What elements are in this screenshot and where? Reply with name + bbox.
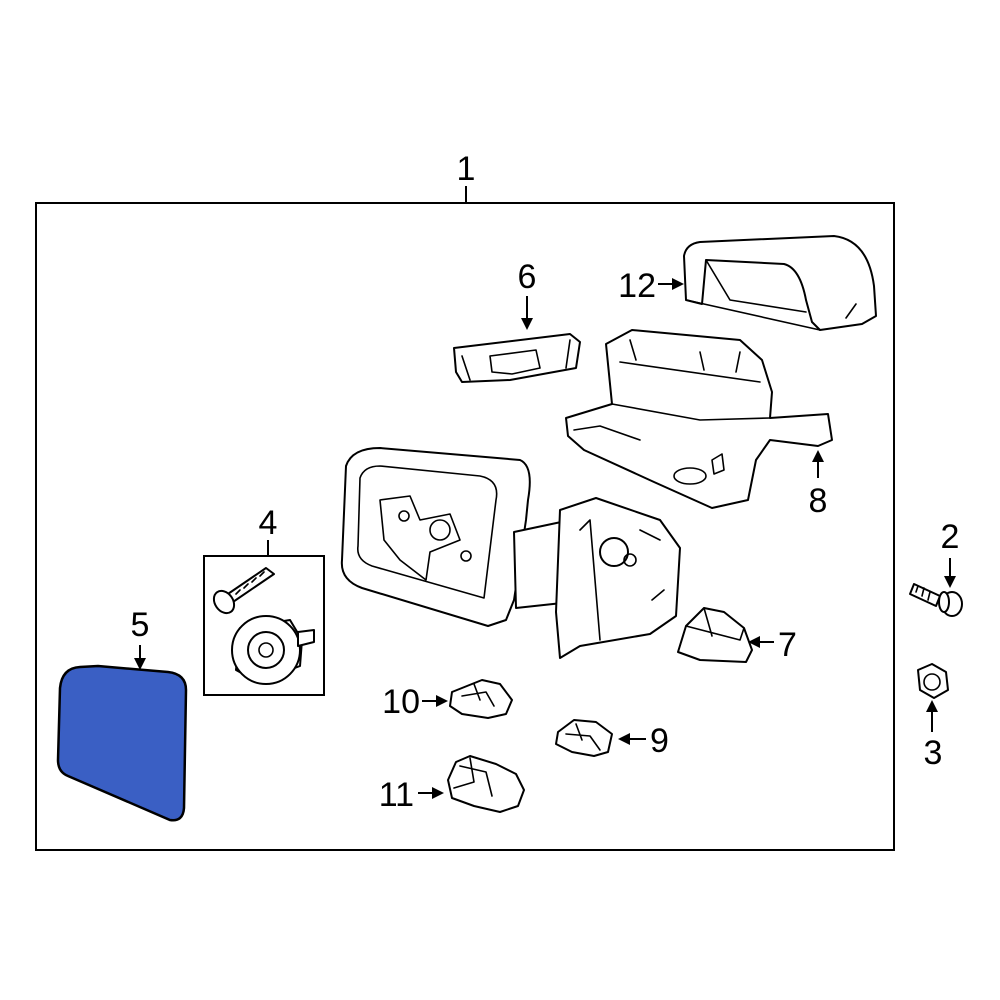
screw-part-4: [212, 567, 275, 615]
bolt-part-2: [909, 583, 963, 617]
callout-5: 5: [131, 606, 150, 644]
callout-2: 2: [941, 518, 960, 556]
callout-7: 7: [778, 626, 797, 664]
mirror-glass-part-5: [56, 664, 188, 822]
callout-1: 1: [457, 150, 476, 188]
callout-3: 3: [924, 734, 943, 772]
callout-6: 6: [518, 258, 537, 296]
callout-9: 9: [650, 722, 669, 760]
lower-housing-part-8: [565, 329, 833, 509]
callout-4: 4: [259, 504, 278, 542]
bracket-part-11: [447, 755, 525, 813]
bracket-part-7: [677, 607, 753, 663]
callout-10: 10: [382, 683, 420, 721]
mirror-frame-housing: [340, 447, 531, 627]
mirror-arm-bracket: [513, 497, 681, 659]
skull-cap-part-12: [683, 235, 877, 331]
callout-11: 11: [379, 776, 414, 814]
nut-part-3: [917, 663, 949, 699]
callout-8: 8: [809, 482, 828, 520]
callout-12: 12: [618, 267, 656, 305]
motor-part-4: [231, 615, 315, 685]
clip-part-9: [555, 719, 613, 757]
cover-strip-part-6: [453, 333, 581, 383]
clip-part-10: [449, 679, 513, 719]
